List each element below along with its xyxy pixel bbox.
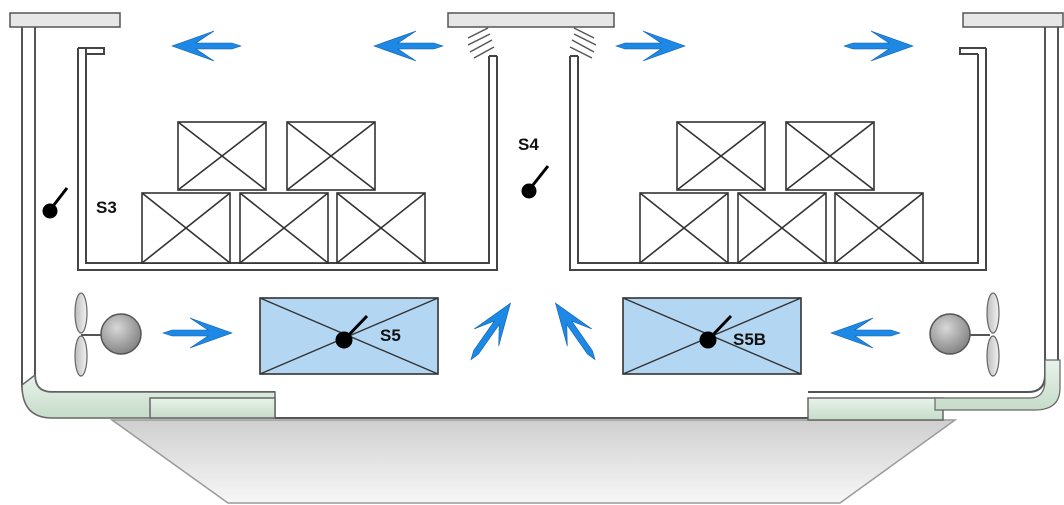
sensor-label-s5: S5 xyxy=(380,326,401,345)
crate-icon xyxy=(834,192,924,264)
sensor-label-s3: S3 xyxy=(96,198,117,217)
sensors xyxy=(42,165,733,349)
duct-right-ledge xyxy=(807,397,944,421)
blue-arrow-icon xyxy=(373,30,444,62)
blue-arrow-icon xyxy=(162,317,233,349)
duct-left-ledge xyxy=(149,397,276,419)
crate-icon xyxy=(785,121,875,191)
blue-arrow-icon xyxy=(171,30,242,62)
crate-icon xyxy=(737,192,827,264)
blue-arrow-icon xyxy=(830,317,901,349)
thermometer-probe-icon xyxy=(699,314,733,349)
thermometer-probe-icon xyxy=(335,314,369,349)
blue-arrow-icon xyxy=(554,302,596,361)
fan-icon xyxy=(74,292,142,377)
blue-arrow-icon xyxy=(615,30,686,62)
airflow-arrows xyxy=(162,30,914,361)
vent-hatch-left xyxy=(467,27,495,59)
blue-arrow-icon xyxy=(843,30,914,62)
crate-icon xyxy=(177,121,267,191)
crate-icon xyxy=(639,192,729,264)
thermometer-probe-icon xyxy=(521,165,550,199)
crate-icon xyxy=(141,192,231,264)
crate-icon xyxy=(676,121,766,191)
blue-arrow-icon xyxy=(470,302,512,361)
cargo-stack-right xyxy=(639,121,924,264)
sensor-label-s4: S4 xyxy=(518,135,539,154)
crate-icon xyxy=(336,192,426,264)
ceiling-plate-center xyxy=(447,12,615,28)
crate-icon xyxy=(286,121,376,191)
crate-icon xyxy=(239,192,329,264)
sensor-label-s5b: S5B xyxy=(733,330,766,349)
thermometer-probe-icon xyxy=(42,187,69,219)
duct-right xyxy=(934,359,1061,411)
fan-icon xyxy=(929,292,1000,377)
vent-hatch-right xyxy=(569,27,597,59)
cargo-stack-left xyxy=(141,121,426,264)
ceiling-plate-left xyxy=(9,12,121,28)
ceiling-plate-right xyxy=(962,12,1064,28)
drain-pan xyxy=(109,419,958,504)
